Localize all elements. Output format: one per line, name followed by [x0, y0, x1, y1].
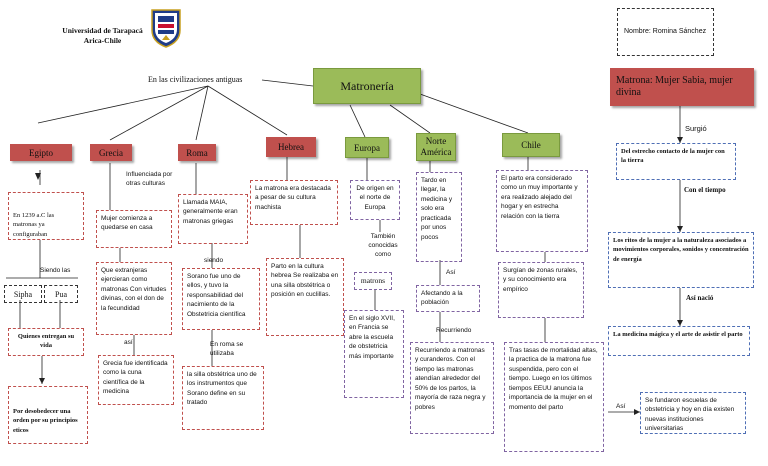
header-roma: Roma	[178, 144, 216, 161]
chile-box-1: El parto era considerado como un muy imp…	[496, 170, 588, 252]
egipto-pua: Pua	[44, 285, 78, 303]
sabia-box-2: Los ritos de la mujer a la naturaleza as…	[608, 232, 754, 288]
norteamerica-box-3: Recurriendo a matronas y curanderos. Con…	[410, 342, 494, 434]
chile-label-1: Así	[616, 403, 626, 410]
ancient-label: En las civilizaciones antiguas	[148, 75, 243, 84]
norteamerica-box-2: Afectando a la población	[416, 285, 480, 312]
norteamerica-label-1: Así	[446, 269, 456, 276]
roma-box-2: Sorano fue uno de ellos, y tuvo la respo…	[182, 268, 260, 330]
header-egipto: Egipto	[10, 144, 72, 161]
europa-box-2: En el siglo XVII, en Francia se abre la …	[344, 310, 404, 398]
header-chile-text: Chile	[521, 140, 541, 150]
author-name: Nombre: Romina Sánchez	[624, 28, 707, 35]
header-chile: Chile	[502, 133, 560, 157]
norteamerica-box-1: Tardo en llegar, la medicina y solo era …	[416, 172, 462, 262]
egipto-sublabel: Siendo las	[40, 267, 71, 274]
main-title-text: Matronería	[340, 78, 394, 93]
chile-box-3: Tras tasas de mortalidad altas, la pract…	[504, 342, 604, 452]
grecia-box-3: Grecia fue identificada como la cuna cie…	[98, 355, 174, 405]
main-title: Matronería	[313, 68, 421, 104]
header-hebrea: Hebrea	[266, 137, 316, 157]
egipto-box-3: Por desobedecer una orden por su princip…	[8, 386, 88, 444]
egipto-box-1: En 1239 a.C las matronas ya configuraban	[8, 192, 84, 240]
university-name: Universidad de Tarapacá Arica-Chile	[55, 26, 150, 46]
europa-matrons: matrons	[354, 272, 392, 290]
university-title: Universidad de Tarapacá	[62, 26, 143, 35]
grecia-box-1: Mujer comienza a quedarse en casa	[96, 210, 172, 248]
header-sabia: Matrona: Mujer Sabia, mujer divina	[610, 68, 754, 106]
roma-box-1: Llamada MAIA, generalmente eran matronas…	[178, 194, 248, 244]
roma-box-3: la silla obstétrica uno de los instrumen…	[182, 366, 264, 430]
university-city: Arica-Chile	[83, 36, 122, 46]
grecia-box-2: Que extranjeras ejercieran como matronas…	[96, 262, 172, 335]
pua-text: Pua	[55, 290, 67, 299]
header-norteamerica-text: Norte América	[420, 136, 452, 157]
header-roma-text: Roma	[186, 147, 208, 158]
sabia-label-3: Así nació	[686, 294, 714, 302]
header-hebrea-text: Hebrea	[278, 142, 304, 152]
header-egipto-text: Egipto	[29, 147, 53, 158]
header-grecia-text: Grecia	[99, 147, 123, 158]
norteamerica-label-2: Recurriendo	[436, 327, 472, 334]
egipto-box-2: Quienes entregan su vida	[8, 328, 84, 356]
sabia-label-1: Surgió	[685, 124, 707, 133]
chile-box-4: Se fundaron escuelas de obstetricia y ho…	[640, 392, 746, 434]
header-grecia: Grecia	[90, 144, 132, 161]
header-europa-text: Europa	[354, 142, 380, 153]
europa-box-1: De origen en el norte de Europa	[350, 180, 400, 220]
sabia-label-2: Con el tiempo	[684, 186, 726, 194]
sabia-box-3: La medicina mágica y el arte de asistir …	[608, 326, 750, 356]
roma-label-1: siendo	[204, 257, 224, 264]
header-norteamerica: Norte América	[416, 133, 456, 161]
hebrea-box-1: La matrona era destacada a pesar de su c…	[250, 180, 338, 225]
roma-label-2: En roma se utilizaba	[210, 341, 244, 358]
sabia-box-1: Del estrecho contacto de la mujer con la…	[616, 143, 736, 180]
sipha-text: Sipha	[13, 290, 33, 299]
europa-label-1: También conocidas como	[368, 233, 398, 259]
hebrea-box-2: Parto en la cultura hebrea Se realizaba …	[266, 258, 344, 336]
author-box: Nombre: Romina Sánchez	[617, 8, 714, 56]
chile-box-2: Surgían de zonas rurales, y su conocimie…	[498, 262, 584, 318]
grecia-label-1: Influenciada por otras culturas	[126, 171, 173, 188]
header-sabia-text: Matrona: Mujer Sabia, mujer divina	[616, 74, 733, 99]
egipto-sipha: Sipha	[4, 285, 42, 303]
matrons-text: matrons	[360, 276, 386, 285]
grecia-label-2: así	[124, 339, 133, 346]
header-europa: Europa	[345, 137, 389, 158]
university-logo	[150, 8, 182, 48]
